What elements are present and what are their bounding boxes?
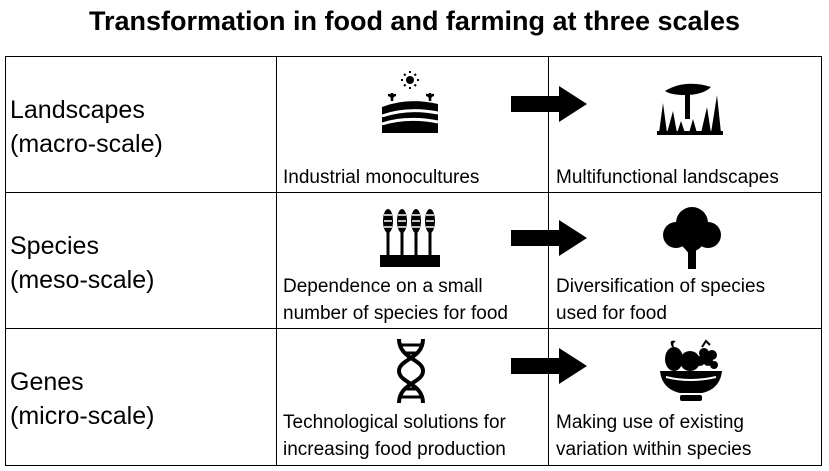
to-text-landscapes: Multifunctional landscapes (556, 167, 779, 188)
dna-icon (396, 338, 426, 404)
diagram-title: Transformation in food and farming at th… (88, 6, 741, 36)
from-text-species: Dependence on a small number of species … (283, 276, 508, 324)
transformation-arrow (511, 220, 587, 256)
transformation-arrow (511, 86, 587, 122)
scale-label-landscapes: Landscapes (macro-scale) (10, 96, 163, 158)
tree-icon (663, 207, 721, 269)
scale-label-genes: Genes (micro-scale) (10, 368, 155, 430)
tree-landscape-icon (657, 83, 723, 135)
from-text-landscapes: Industrial monocultures (283, 167, 480, 188)
column-divider (276, 57, 277, 465)
from-text-genes: Technological solutions for increasing f… (283, 412, 506, 460)
row-divider (6, 192, 821, 193)
to-text-genes: Making use of existing variation within … (556, 412, 752, 460)
column-divider (548, 57, 549, 465)
fruit-bowl-icon (660, 339, 722, 401)
to-text-species: Diversification of species used for food (556, 276, 766, 324)
farm-field-sun-icon (381, 71, 439, 133)
scale-label-species: Species (meso-scale) (10, 232, 155, 294)
transformation-arrow (511, 348, 587, 384)
wheat-crop-icon (380, 209, 440, 267)
row-divider (6, 328, 821, 329)
scales-table: Landscapes (macro-scale) Industrial mono… (5, 56, 822, 466)
